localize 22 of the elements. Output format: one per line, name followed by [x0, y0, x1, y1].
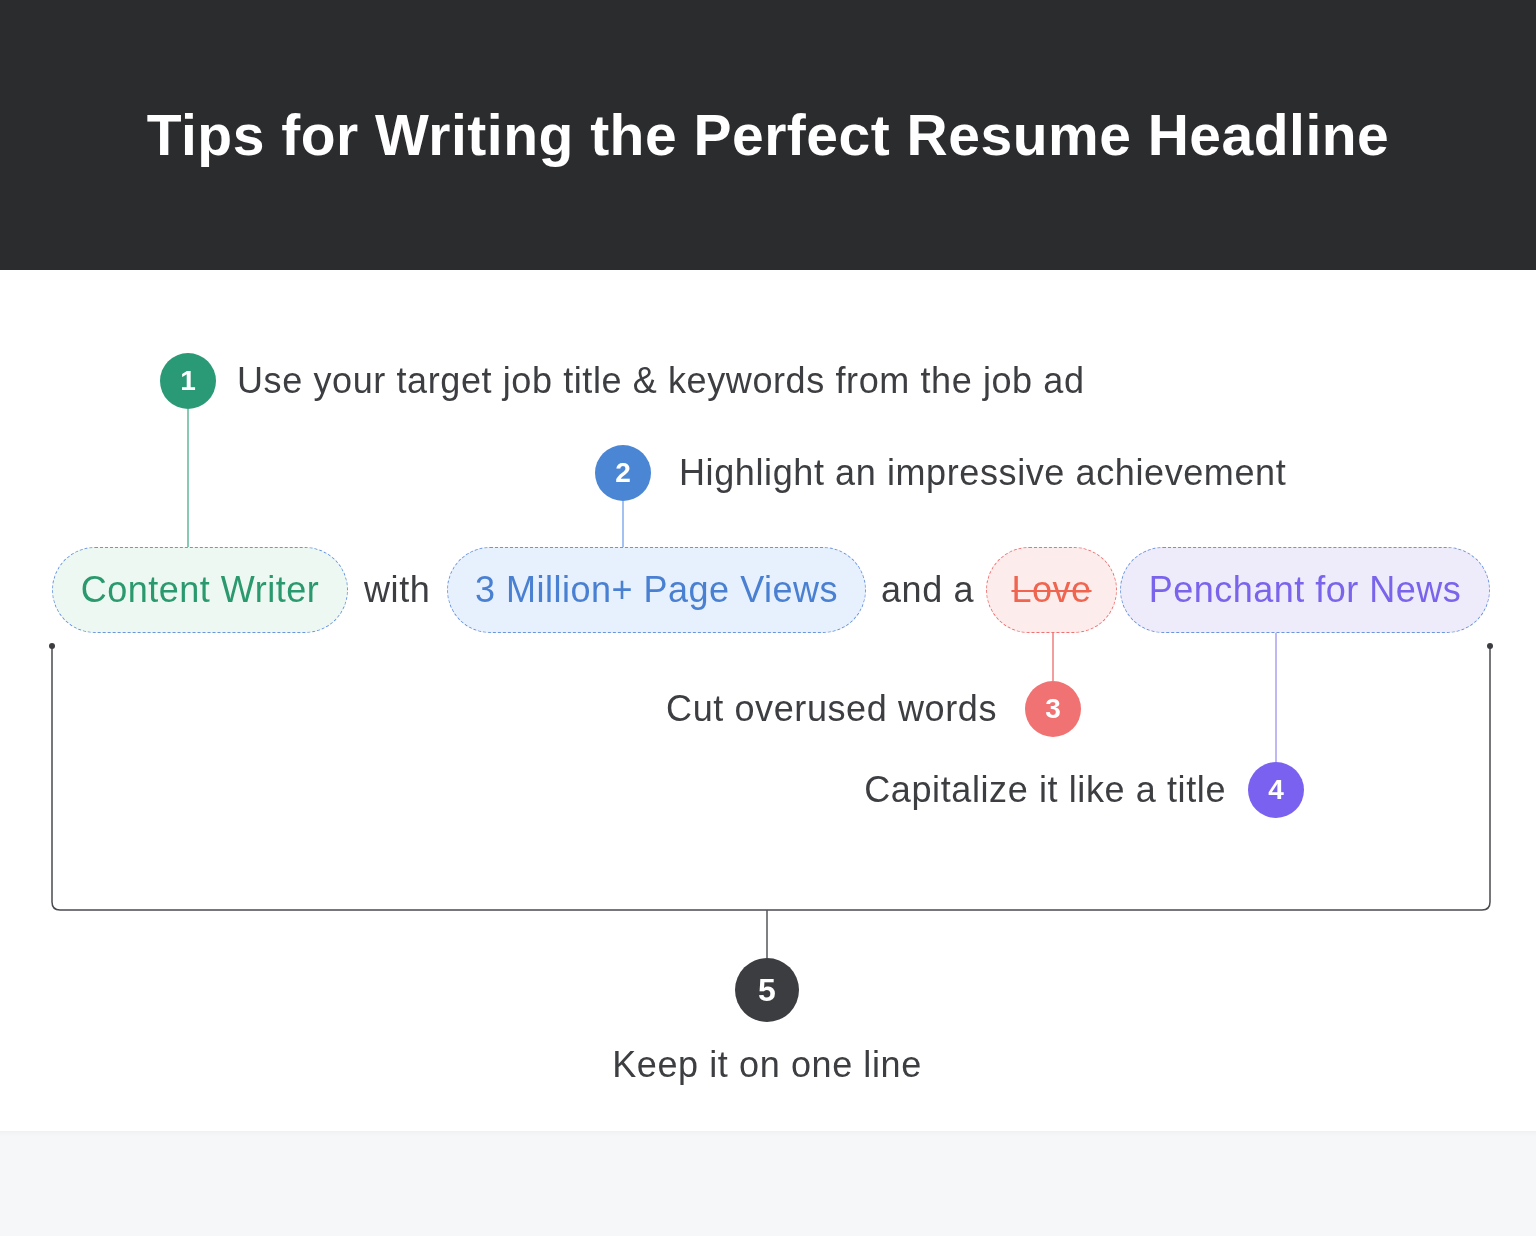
step-number-circle: 5	[735, 958, 799, 1022]
leader-line	[187, 408, 189, 548]
tip-text: Use your target job title & keywords from the job ad	[237, 360, 1085, 402]
tip-text: Highlight an impressive achievement	[679, 452, 1287, 494]
headline-word: and a	[881, 569, 975, 611]
headline-word: with	[364, 569, 431, 611]
tip-text: Cut overused words	[666, 688, 997, 730]
step-number-circle: 1	[160, 353, 216, 409]
leader-line	[1275, 632, 1277, 763]
tip-text: Capitalize it like a title	[864, 769, 1226, 811]
step-number-circle: 3	[1025, 681, 1081, 737]
tip-text: Keep it on one line	[612, 1044, 922, 1086]
leader-line	[1052, 632, 1054, 682]
headline-phrase-pill: Content Writer	[52, 547, 348, 633]
title: Tips for Writing the Perfect Resume Headline	[146, 102, 1390, 168]
headline-phrase-pill: Penchant for News	[1120, 547, 1490, 633]
headline-phrase-pill: 3 Million+ Page Views	[447, 547, 866, 633]
step-number-circle: 2	[595, 445, 651, 501]
leader-line	[766, 909, 768, 959]
step-number-circle: 4	[1248, 762, 1304, 818]
leader-line	[622, 500, 624, 548]
struck-phrase-pill: Love	[986, 547, 1117, 633]
